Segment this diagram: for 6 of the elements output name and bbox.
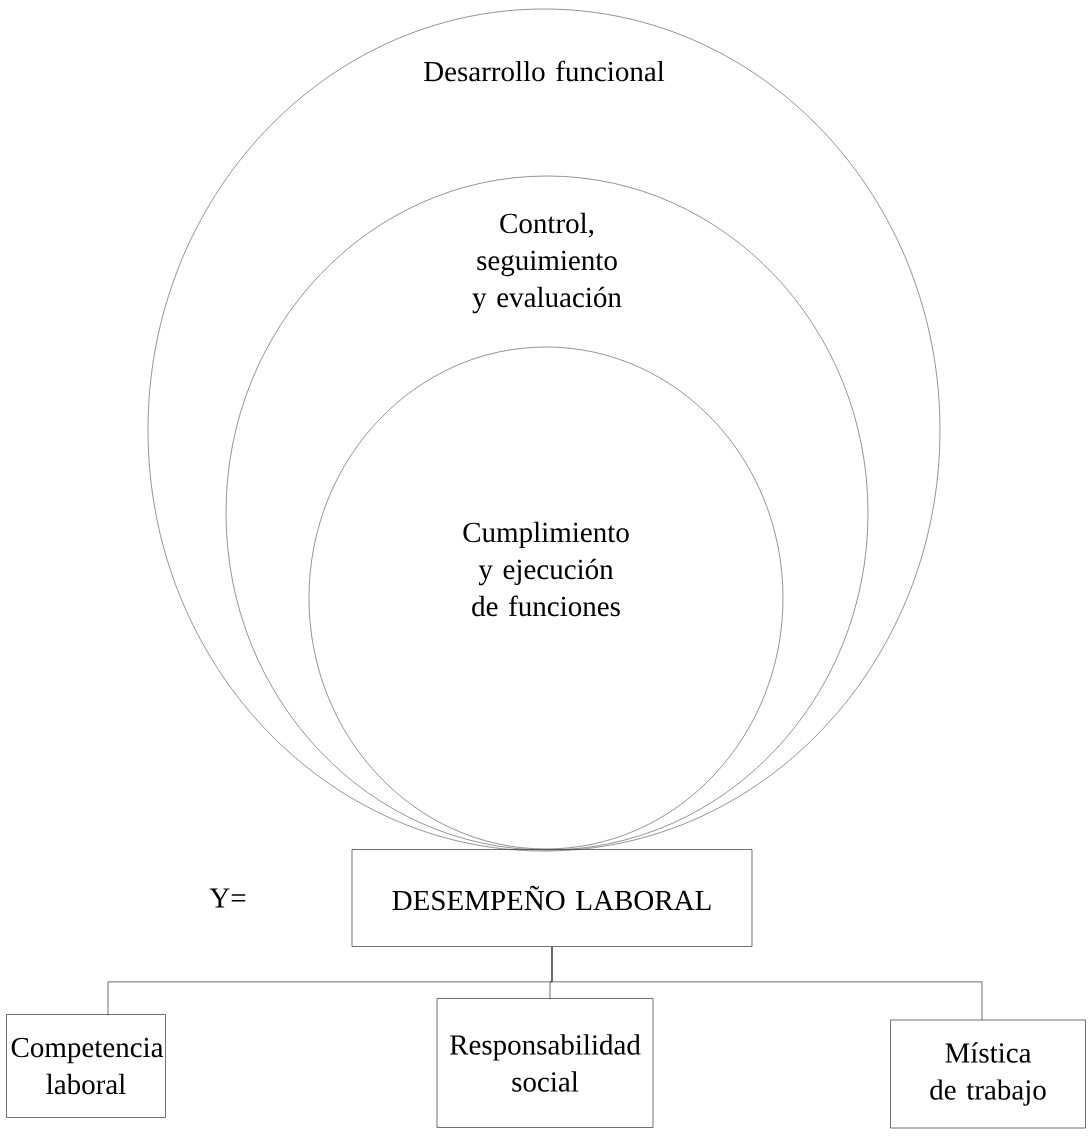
box: DESEMPEÑO LABORAL [351, 849, 753, 947]
box: Mística de trabajo [890, 1019, 1086, 1129]
box: Competencia laboral [6, 1014, 166, 1118]
box: Responsabilidad social [436, 998, 654, 1128]
label: Y= [209, 888, 246, 908]
connector [551, 946, 983, 1021]
